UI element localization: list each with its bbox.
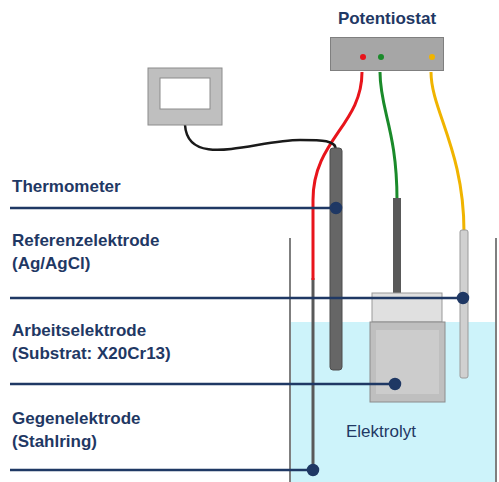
port (360, 54, 366, 60)
thermometer-display (148, 68, 222, 125)
port-symbols (331, 38, 443, 70)
port (429, 54, 435, 60)
potentiostat-unit: Potentiostat (330, 8, 444, 71)
device-box (330, 37, 444, 71)
display-screen (160, 78, 210, 109)
reference-electrode-label: Referenzelektrode (Ag/AgCl) (12, 229, 212, 275)
leader-dot (458, 293, 468, 303)
thermometer-label: Thermometer (12, 175, 232, 198)
port (378, 54, 384, 60)
thermometer-cable (185, 125, 336, 150)
leader-dot (390, 379, 400, 389)
counter-electrode-label: Gegenelektrode (Stahlring) (12, 407, 212, 453)
leader-line (10, 207, 334, 210)
yellow-wire (431, 72, 464, 232)
electrolyte-label: Elektrolyt (346, 420, 486, 443)
device-heading: Potentiostat (330, 8, 444, 30)
thermometer-rod (330, 148, 342, 370)
beaker-wall (495, 238, 497, 482)
beaker-wall (289, 238, 291, 482)
steel-ring (312, 278, 315, 472)
green-wire (380, 72, 397, 200)
working-electrode (370, 322, 445, 402)
leader-dot (331, 203, 341, 213)
electrode-rod (393, 198, 401, 295)
leader-dot (308, 465, 318, 475)
working-electrode-label: Arbeitselektrode (Substrat: X20Cr13) (12, 319, 212, 365)
leader-line (10, 297, 461, 300)
leader-line (10, 383, 393, 386)
leader-line (10, 469, 311, 472)
